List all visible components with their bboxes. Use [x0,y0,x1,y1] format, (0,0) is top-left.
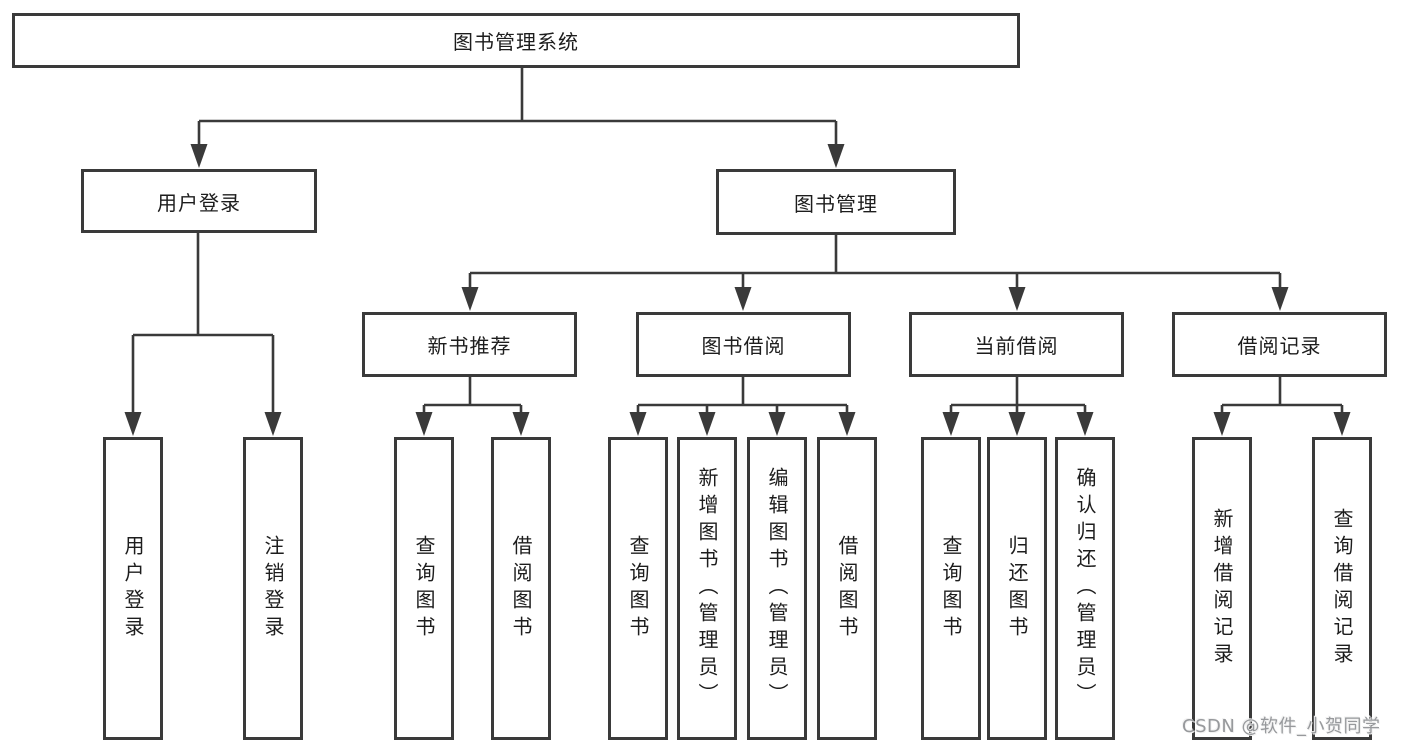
leaf-confirm-return-admin-label: 确认归还（管理员） [1073,467,1097,710]
leaf-query-books-borrow: 查询图书 [608,437,668,740]
connector-borrow-records-branch [1220,377,1344,416]
leaf-query-books-current: 查询图书 [921,437,981,740]
connector-root-to-level2 [197,68,838,150]
csdn-watermark: CSDN @软件_小贺同学 [1182,716,1381,737]
leaf-add-book-admin-label: 新增图书（管理员） [695,467,719,710]
connector-new-book-branch [422,377,523,416]
leaf-edit-book-admin-label: 编辑图书（管理员） [765,467,789,710]
leaf-add-borrow-record-label: 新增借阅记录 [1210,507,1234,670]
node-borrow-records: 借阅记录 [1172,312,1387,377]
node-book-management: 图书管理 [716,169,956,235]
leaf-return-books-label: 归还图书 [1005,534,1029,643]
leaf-borrow-books-label: 借阅图书 [835,534,859,643]
arrowheads [124,144,1351,436]
leaf-borrow-books-recommend-label: 借阅图书 [509,534,533,643]
leaf-user-login: 用户登录 [103,437,163,740]
connector-user-login-branch [131,233,275,416]
leaf-query-books-recommend: 查询图书 [394,437,454,740]
connector-current-borrow-branch [949,377,1087,416]
leaf-borrow-books: 借阅图书 [817,437,877,740]
leaf-query-books-borrow-label: 查询图书 [626,534,650,643]
leaf-add-book-admin: 新增图书（管理员） [677,437,737,740]
node-current-borrow: 当前借阅 [909,312,1124,377]
leaf-query-books-recommend-label: 查询图书 [412,534,436,643]
node-library-management-system: 图书管理系统 [12,13,1020,68]
node-new-book-recommend: 新书推荐 [362,312,577,377]
node-book-borrow: 图书借阅 [636,312,851,377]
node-user-login: 用户登录 [81,169,317,233]
leaf-edit-book-admin: 编辑图书（管理员） [747,437,807,740]
leaf-return-books: 归还图书 [987,437,1047,740]
leaf-borrow-books-recommend: 借阅图书 [491,437,551,740]
leaf-query-borrow-record-label: 查询借阅记录 [1330,507,1354,670]
leaf-add-borrow-record: 新增借阅记录 [1192,437,1252,740]
leaf-query-borrow-record: 查询借阅记录 [1312,437,1372,740]
leaf-query-books-current-label: 查询图书 [939,534,963,643]
leaf-logout: 注销登录 [243,437,303,740]
connector-book-management-branch [468,235,1282,293]
leaf-confirm-return-admin: 确认归还（管理员） [1055,437,1115,740]
connector-book-borrow-branch [636,377,849,416]
leaf-logout-label: 注销登录 [261,534,285,643]
leaf-user-login-label: 用户登录 [121,534,145,643]
